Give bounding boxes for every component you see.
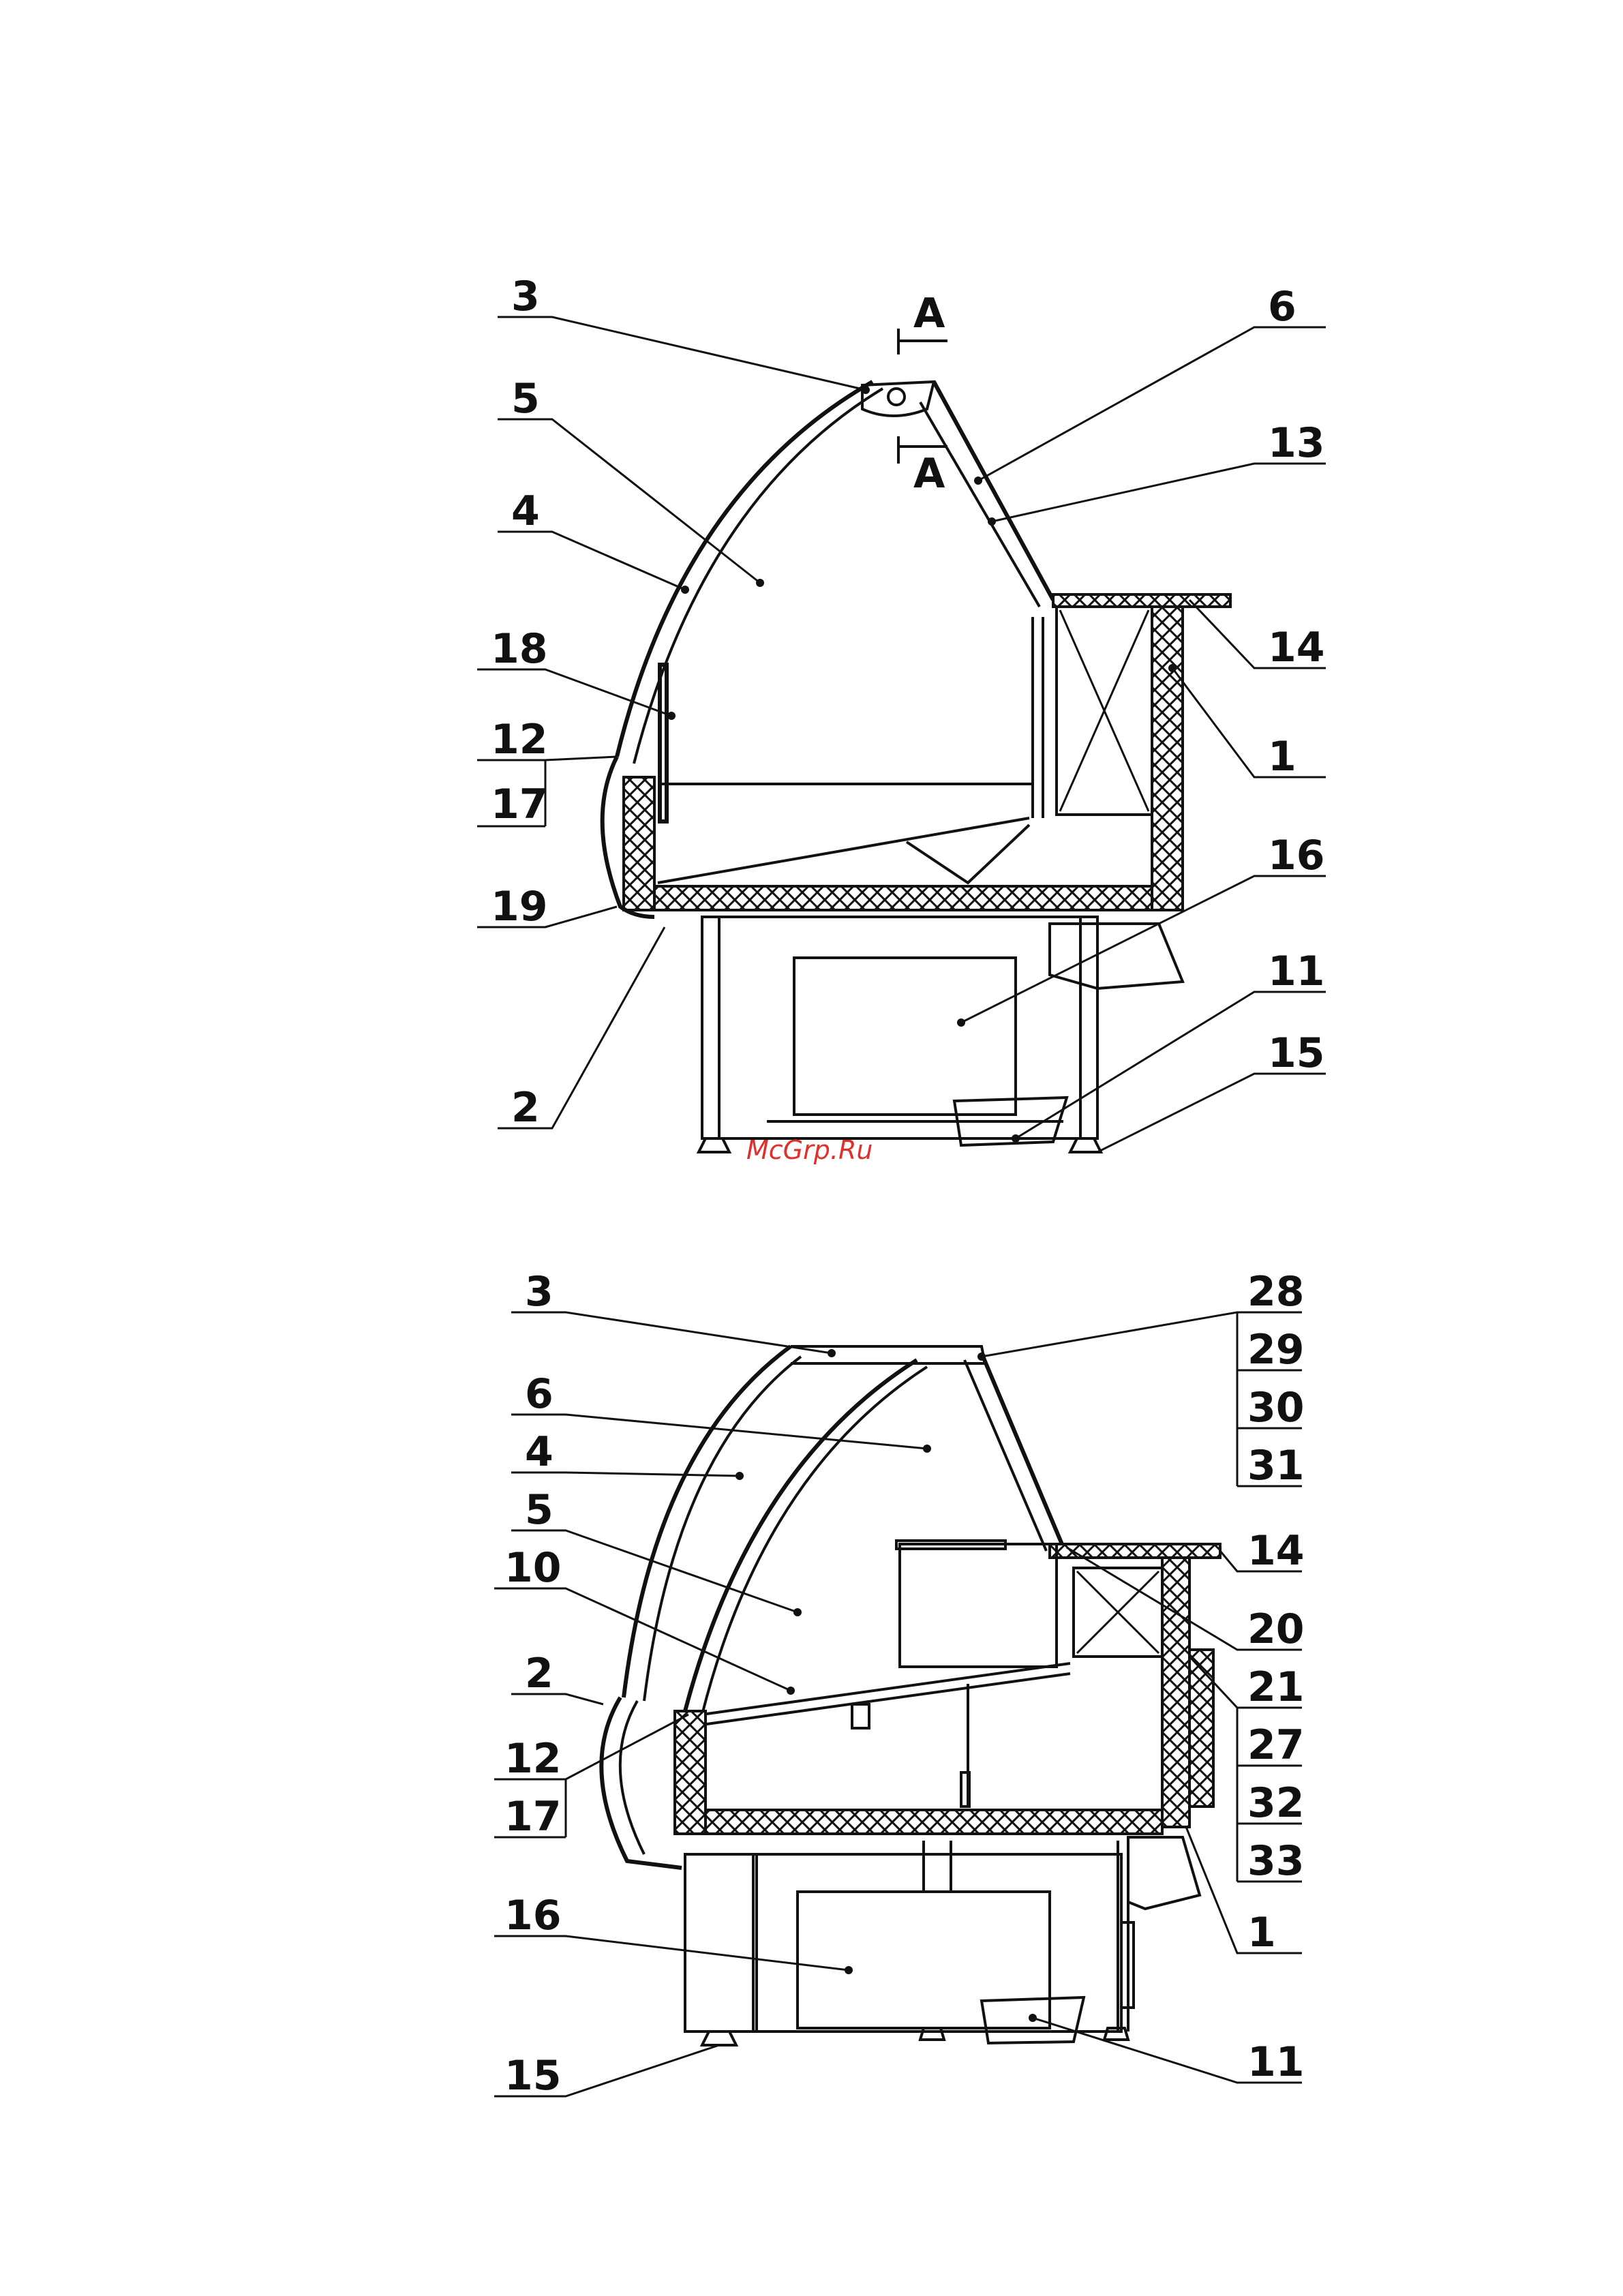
label-27-bottom: 27 xyxy=(1247,1721,1305,1769)
label-19-top: 19 xyxy=(491,883,548,931)
label-20-bottom: 20 xyxy=(1247,1605,1305,1653)
base-frame xyxy=(685,1854,757,2031)
label-21-bottom: 21 xyxy=(1247,1663,1305,1711)
label-5-top: 5 xyxy=(511,375,540,423)
compressor-unit xyxy=(794,958,1016,1115)
watermark: McGrp.Ru xyxy=(746,1135,873,1165)
label-29-bottom: 29 xyxy=(1247,1326,1305,1374)
label-2-bottom: 2 xyxy=(525,1650,553,1697)
label-16-bottom: 16 xyxy=(504,1892,562,1939)
counter-top xyxy=(1050,1544,1220,1558)
hinge-bracket xyxy=(862,382,934,416)
foot-right xyxy=(1070,1138,1101,1152)
label-28-bottom: 28 xyxy=(1247,1268,1305,1316)
label-17-top: 17 xyxy=(491,781,548,828)
foot-left xyxy=(699,1138,729,1152)
label-4-bottom: 4 xyxy=(525,1428,553,1476)
label-1-bottom: 1 xyxy=(1247,1909,1276,1957)
leader-lines-top xyxy=(477,317,1326,1152)
top-frame xyxy=(791,1346,985,1363)
front-panel xyxy=(660,665,667,821)
display-case-section-bottom: 3 6 4 5 10 2 12 17 16 15 28 29 30 31 14 … xyxy=(494,1268,1305,2100)
rear-insulation xyxy=(1152,607,1183,910)
foot-left xyxy=(702,2031,736,2045)
label-32-bottom: 32 xyxy=(1247,1779,1305,1827)
side-panel xyxy=(1189,1650,1213,1807)
label-3-bottom: 3 xyxy=(525,1268,553,1316)
rear-glass xyxy=(934,382,1053,600)
label-1-top: 1 xyxy=(1268,733,1296,781)
label-18-top: 18 xyxy=(491,625,548,673)
hinge-pivot xyxy=(888,389,905,405)
bottom-insulation xyxy=(675,1711,1162,1834)
label-14-top: 14 xyxy=(1268,624,1325,671)
label-6-bottom: 6 xyxy=(525,1370,553,1418)
product-shelf xyxy=(702,1663,1070,1725)
front-glass xyxy=(617,382,873,757)
product-tray xyxy=(658,784,1033,883)
rear-glass xyxy=(982,1353,1063,1547)
label-17-bottom: 17 xyxy=(504,1793,562,1841)
label-3-top: 3 xyxy=(511,273,540,320)
front-bumper xyxy=(601,1697,682,1868)
rear-insulation xyxy=(1162,1558,1189,1827)
display-case-section-top: A A 3 5 4 18 xyxy=(477,273,1326,1165)
label-13-top: 13 xyxy=(1268,419,1325,467)
section-marker-bottom: A xyxy=(913,450,945,498)
foot-right xyxy=(1104,2028,1128,2040)
label-15-bottom: 15 xyxy=(504,2052,562,2100)
counter-top xyxy=(1053,594,1230,607)
section-marker-top: A xyxy=(913,290,945,337)
label-15-top: 15 xyxy=(1268,1029,1325,1077)
label-11-bottom: 11 xyxy=(1247,2038,1305,2086)
base-frame xyxy=(702,917,1097,1138)
label-30-bottom: 30 xyxy=(1247,1384,1305,1432)
label-6-top: 6 xyxy=(1268,283,1296,331)
label-5-bottom: 5 xyxy=(525,1486,553,1534)
foot-center xyxy=(920,2028,944,2040)
compressor-unit xyxy=(798,1892,1050,2028)
label-2-top: 2 xyxy=(511,1084,540,1132)
label-11-top: 11 xyxy=(1268,948,1325,995)
label-10-bottom: 10 xyxy=(504,1544,562,1592)
label-12-bottom: 12 xyxy=(504,1735,562,1783)
label-4-top: 4 xyxy=(511,487,540,535)
label-33-bottom: 33 xyxy=(1247,1837,1305,1885)
label-12-top: 12 xyxy=(491,716,548,764)
label-31-bottom: 31 xyxy=(1247,1442,1305,1490)
label-14-bottom: 14 xyxy=(1247,1527,1305,1575)
label-16-top: 16 xyxy=(1268,832,1325,879)
